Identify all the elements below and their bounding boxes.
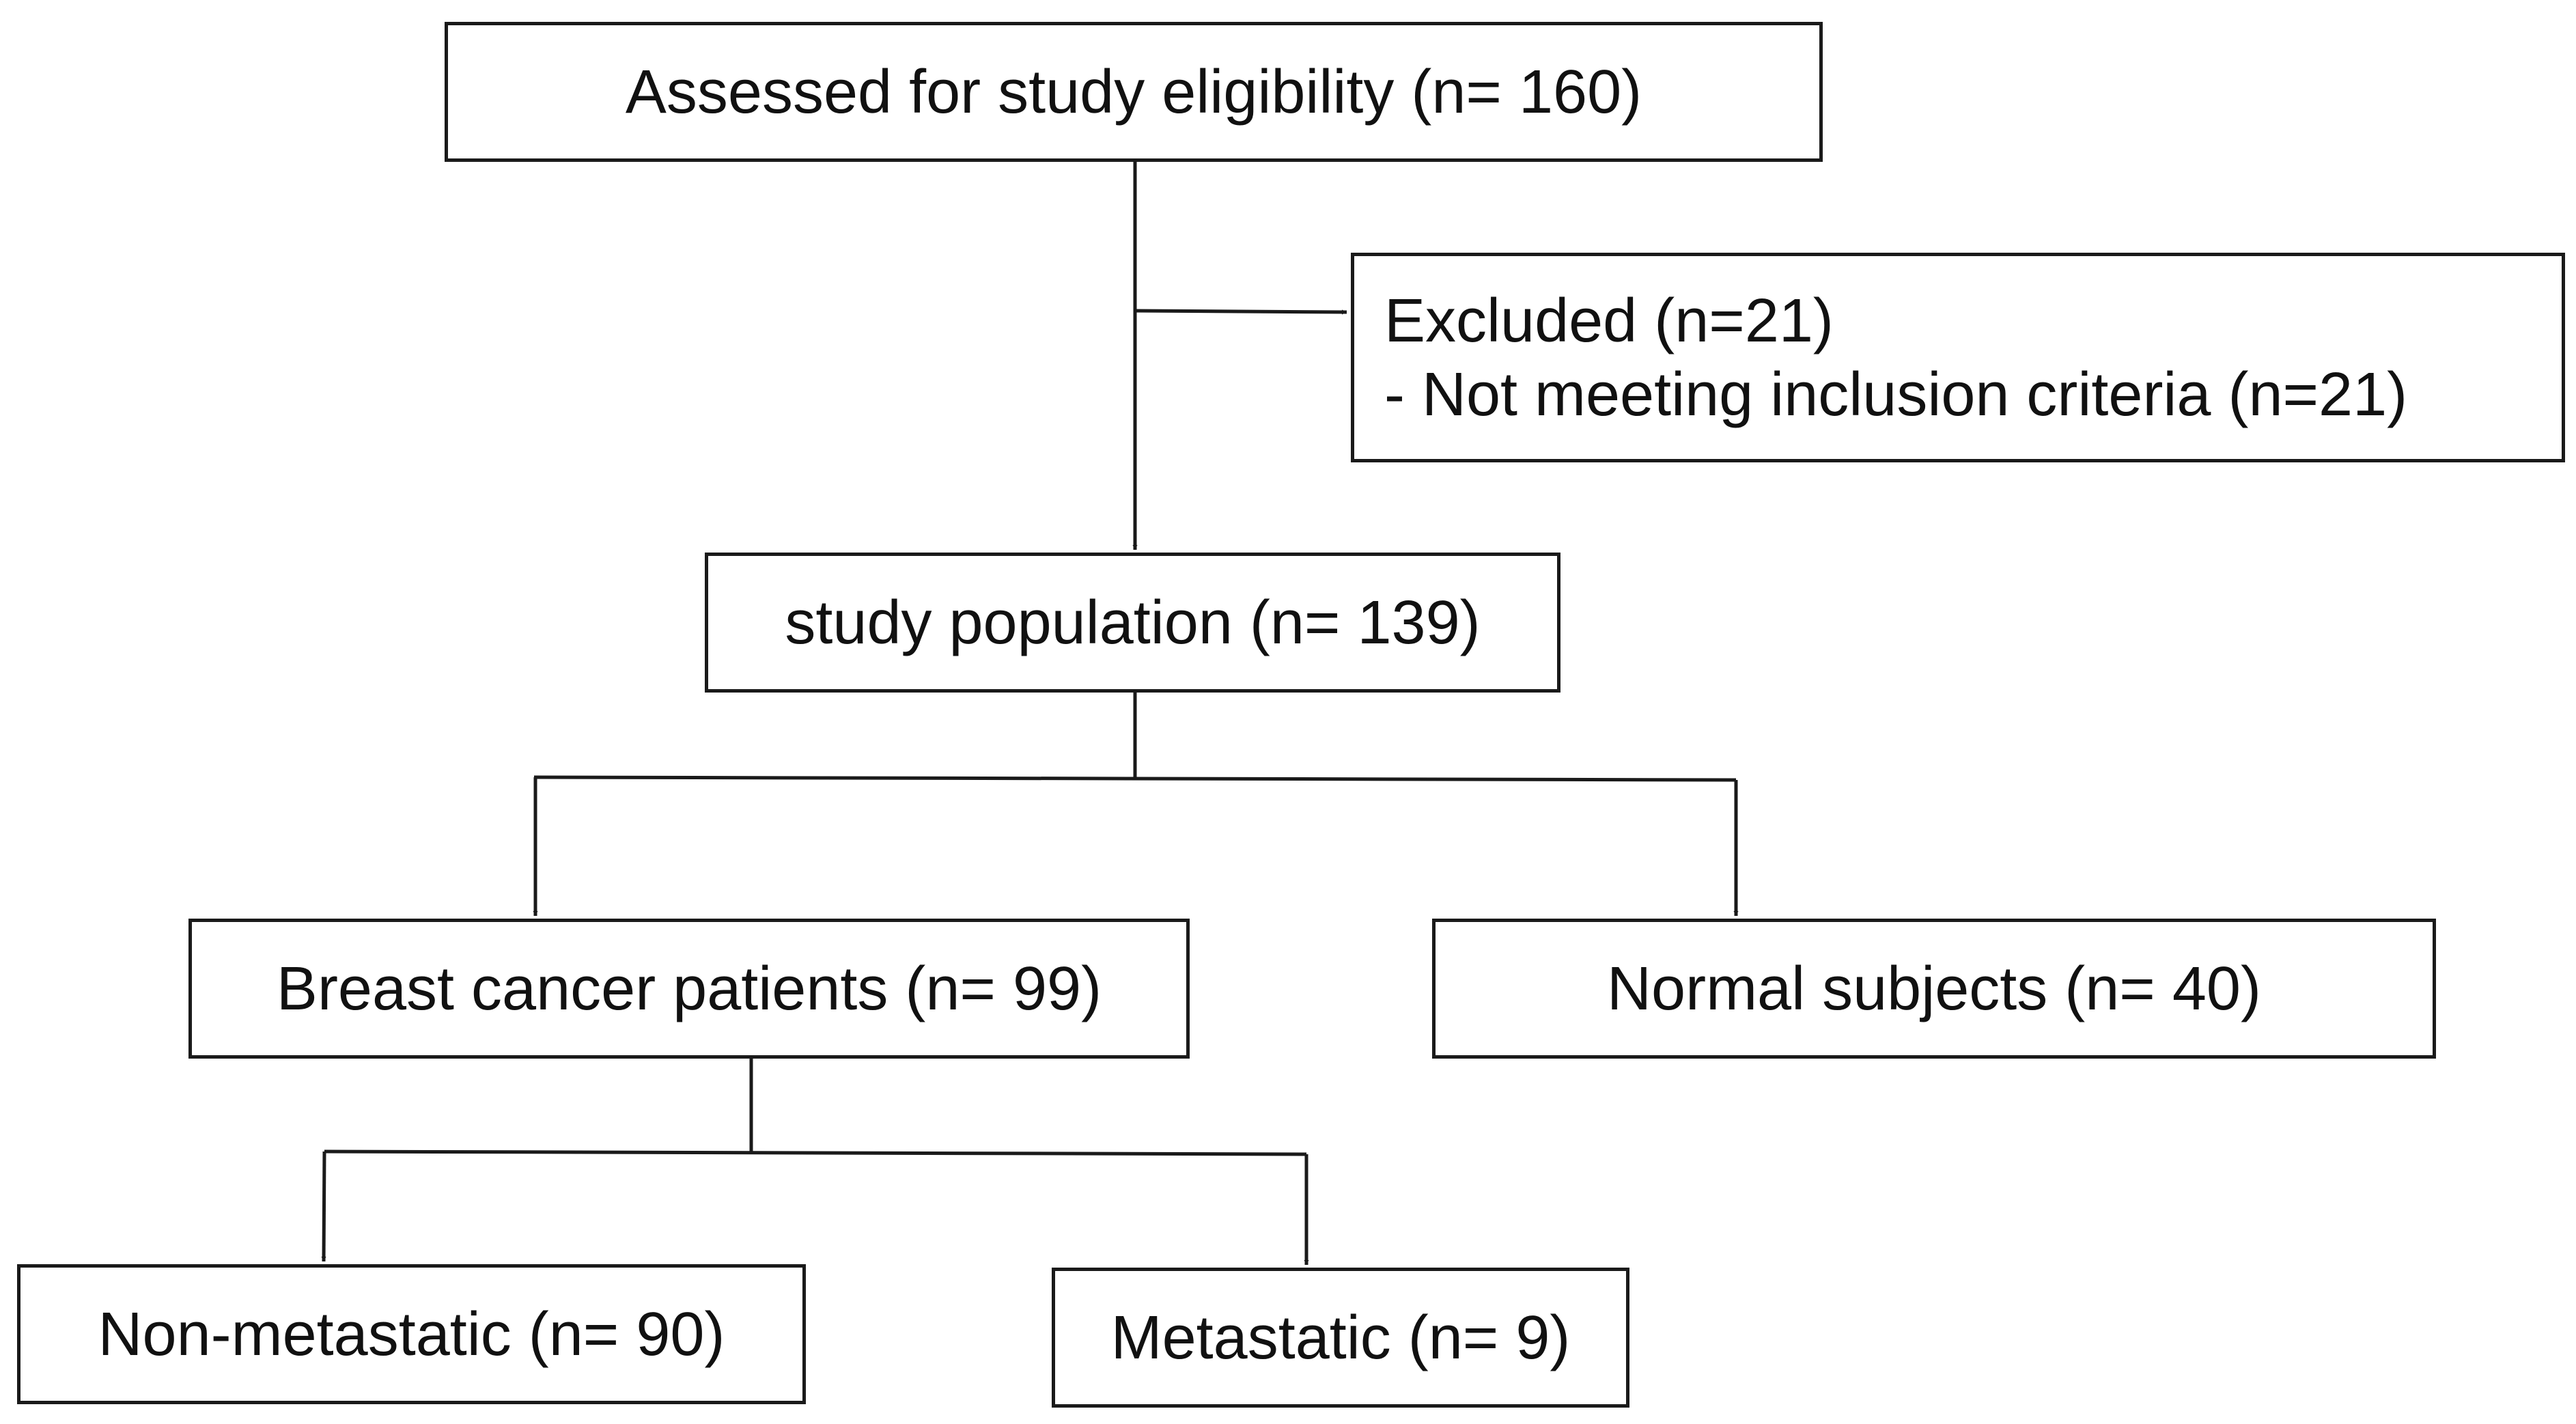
- connector-population-horizontal: [533, 775, 1737, 782]
- non-metastatic-box: Non-metastatic (n= 90): [17, 1264, 806, 1404]
- metastatic-label: Metastatic (n= 9): [1110, 1303, 1571, 1372]
- normal-subjects-label: Normal subjects (n= 40): [1607, 954, 2261, 1023]
- normal-subjects-box: Normal subjects (n= 40): [1432, 919, 2436, 1059]
- study-population-box: study population (n= 139): [705, 553, 1560, 693]
- study-population-label: study population (n= 139): [785, 588, 1481, 657]
- assessed-box: Assessed for study eligibility (n= 160): [445, 22, 1823, 162]
- excluded-box: Excluded (n=21) - Not meeting inclusion …: [1351, 253, 2565, 462]
- excluded-detail: - Not meeting inclusion criteria (n=21): [1384, 360, 2408, 429]
- excluded-title: Excluded (n=21): [1384, 286, 1834, 355]
- breast-cancer-box: Breast cancer patients (n= 99): [188, 919, 1190, 1059]
- arrow-to-excluded: [1134, 309, 1347, 315]
- assessed-label: Assessed for study eligibility (n= 160): [625, 57, 1642, 126]
- breast-cancer-label: Breast cancer patients (n= 99): [276, 954, 1102, 1023]
- connector-breast-horizontal: [324, 1149, 1307, 1156]
- metastatic-box: Metastatic (n= 9): [1052, 1268, 1629, 1408]
- non-metastatic-label: Non-metastatic (n= 90): [98, 1300, 725, 1369]
